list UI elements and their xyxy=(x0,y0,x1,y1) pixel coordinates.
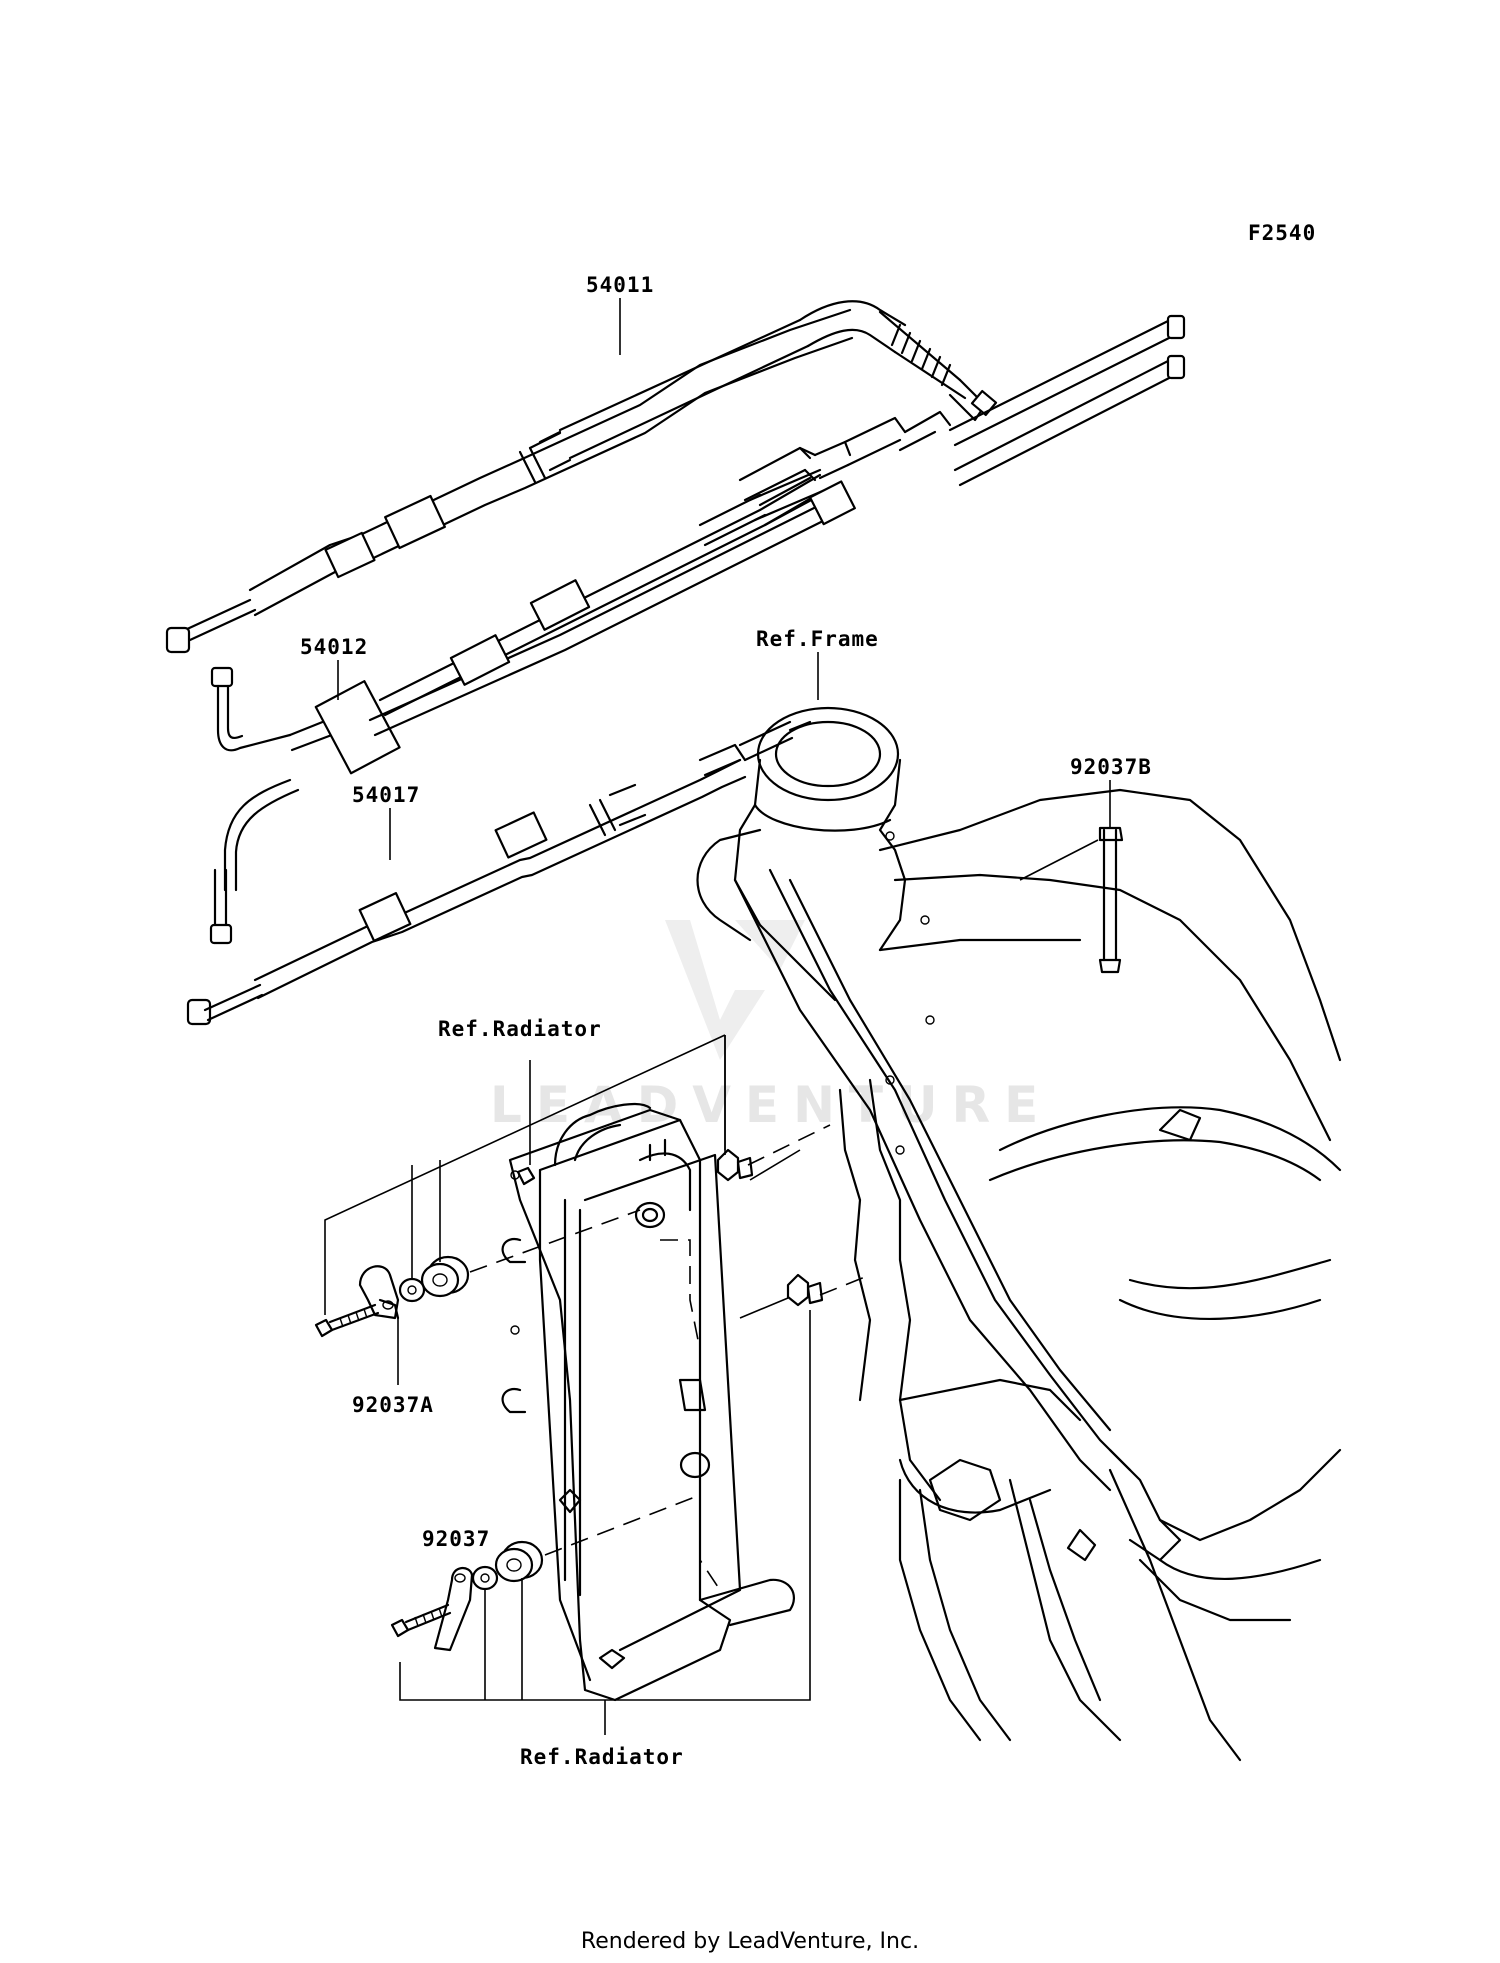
throttle-cable-pair-54012[interactable] xyxy=(209,314,1186,945)
footer-credit: Rendered by LeadVenture, Inc. xyxy=(581,1929,919,1954)
leadventure-watermark: LEADVENTURE xyxy=(490,920,1052,1134)
choke-cable-54017[interactable] xyxy=(186,720,812,1026)
bolt-top-left[interactable] xyxy=(314,1303,380,1338)
radiator-mount-bolt-bottom[interactable] xyxy=(786,1273,824,1307)
label-54011: 54011 xyxy=(586,273,654,297)
grommet-top[interactable] xyxy=(420,1255,470,1298)
label-ref-radiator-top: Ref.Radiator xyxy=(438,1017,602,1041)
label-54017: 54017 xyxy=(352,783,420,807)
frame-reference xyxy=(696,706,1342,1762)
label-92037B: 92037B xyxy=(1070,755,1152,779)
bolt-bottom-left[interactable] xyxy=(390,1603,452,1638)
diagram-code: F2540 xyxy=(1248,221,1316,245)
clamp-92037A[interactable] xyxy=(358,1265,400,1320)
clamp-92037[interactable] xyxy=(433,1567,474,1652)
clamp-92037B[interactable] xyxy=(1098,826,1124,974)
label-92037A: 92037A xyxy=(352,1393,434,1417)
radiator-reference xyxy=(501,1102,796,1702)
label-ref-frame: Ref.Frame xyxy=(756,627,879,651)
washer-bottom[interactable] xyxy=(471,1565,499,1591)
label-ref-radiator-bottom: Ref.Radiator xyxy=(520,1745,684,1769)
label-92037: 92037 xyxy=(422,1527,490,1551)
label-54012: 54012 xyxy=(300,635,368,659)
grommet-bottom[interactable] xyxy=(494,1540,544,1583)
radiator-mount-bolt-top[interactable] xyxy=(716,1148,754,1182)
watermark-text: LEADVENTURE xyxy=(490,1076,1052,1134)
washer-top[interactable] xyxy=(398,1277,426,1303)
throttle-cable-54011[interactable] xyxy=(165,300,998,654)
leader-lines xyxy=(324,298,1111,1735)
